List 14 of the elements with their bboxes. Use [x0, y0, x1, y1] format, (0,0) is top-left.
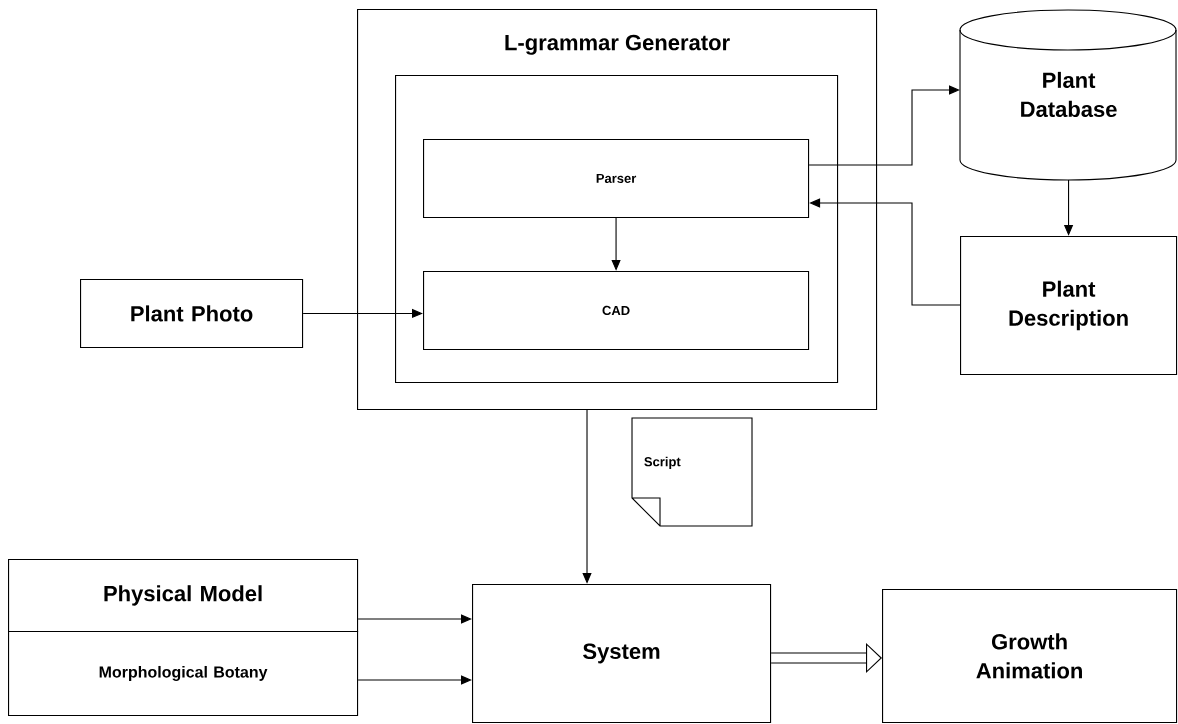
process-box: Plant Description [960, 235, 1178, 375]
node-label: Plant Database [1021, 71, 1117, 118]
process-box: Growth Animation [882, 588, 1178, 723]
process-box: System [472, 583, 772, 723]
process-box: Parser [423, 138, 810, 218]
arrow [357, 614, 472, 624]
process-box: Morphological Botany [8, 630, 359, 716]
frame-box [395, 74, 839, 383]
arrow [808, 85, 960, 166]
process-box: CAD [423, 270, 810, 350]
arrow [357, 675, 472, 685]
process-box: Physical Model [8, 558, 359, 632]
process-box: Plant Photo [80, 278, 304, 348]
database-cylinder: Plant Database [959, 9, 1177, 181]
